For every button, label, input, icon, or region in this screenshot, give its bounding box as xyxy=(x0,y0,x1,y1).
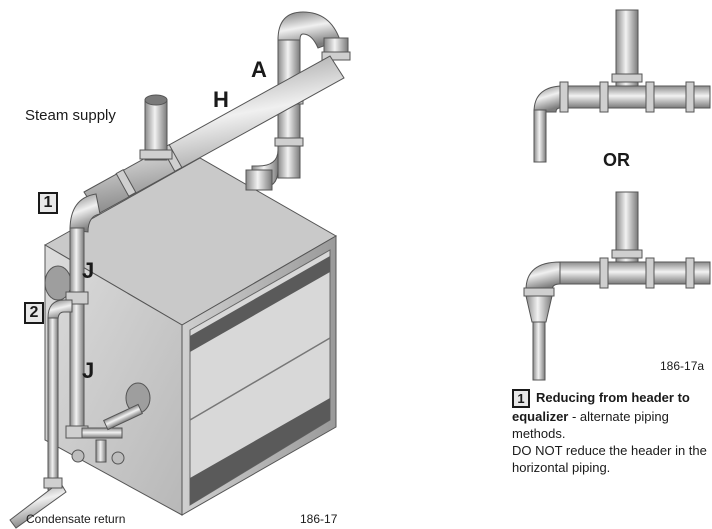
pipe-label-j-lower: J xyxy=(82,358,95,383)
boiler-cabinet xyxy=(43,157,338,516)
detail-lower-piping xyxy=(523,191,711,381)
pipe-label-a: A xyxy=(251,57,267,82)
note-callout-1: 1 xyxy=(512,389,530,409)
note-title: Reducing from header to equalizer xyxy=(512,390,690,425)
note-warning: DO NOT reduce the header in the horizont… xyxy=(512,443,707,476)
pipe-label-j-upper: J xyxy=(82,258,95,283)
note-dash: - alternate piping methods. xyxy=(512,409,669,442)
steam-supply-pipe xyxy=(139,94,173,161)
callout-1: 1 xyxy=(38,192,58,214)
riser-pipe-a xyxy=(245,11,351,191)
condensate-return-label: Condensate return xyxy=(26,512,126,526)
detail-upper-piping xyxy=(533,9,711,163)
return-loop-pipe xyxy=(9,299,73,529)
pipe-label-h: H xyxy=(213,87,229,112)
callout-2: 2 xyxy=(24,302,44,324)
or-label: OR xyxy=(603,150,630,170)
figure-number-detail: 186-17a xyxy=(660,359,705,373)
steam-supply-label: Steam supply xyxy=(25,107,116,124)
figure-number-main: 186-17 xyxy=(300,512,338,526)
equalizer-pipe-j xyxy=(65,193,143,465)
